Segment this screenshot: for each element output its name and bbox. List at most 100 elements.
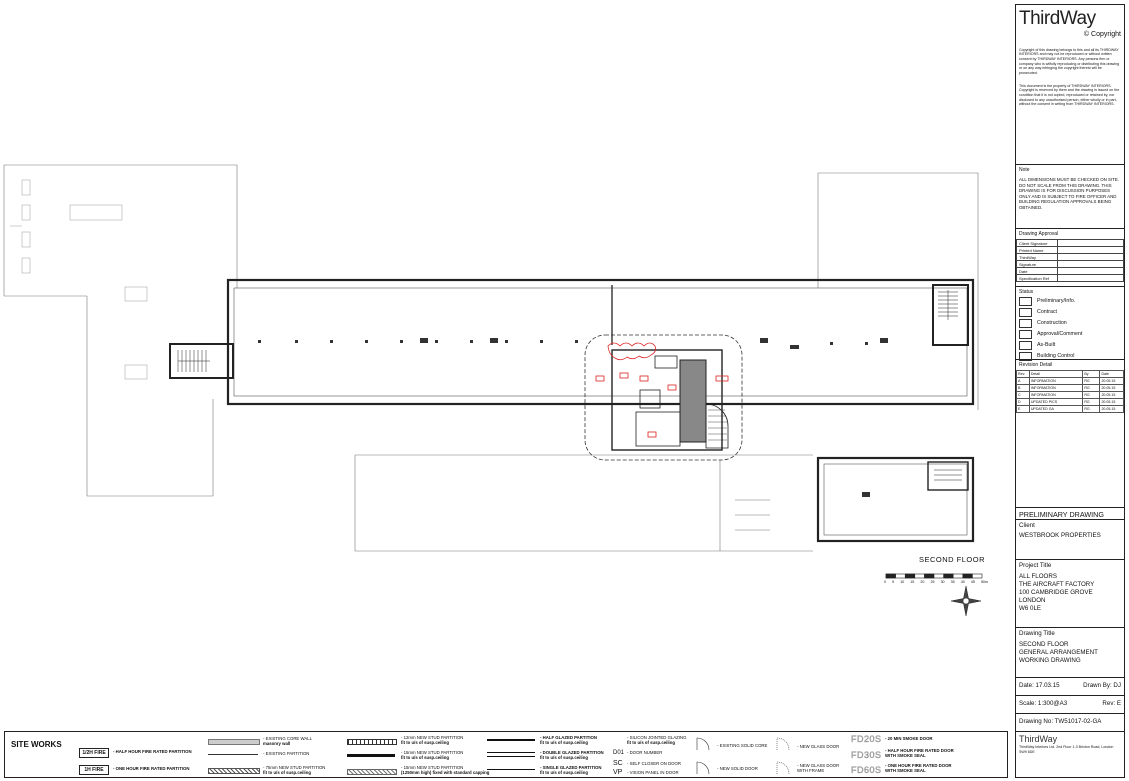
floor-plan-drawing	[3, 164, 983, 617]
status-checkbox[interactable]	[1019, 319, 1032, 329]
footer-text: ThirdWay Interiors Ltd. 2nd Floor 1-3 Br…	[1019, 745, 1114, 754]
drawing-title-line: GENERAL ARRANGEMENT	[1019, 649, 1098, 657]
scale-tick: 10	[900, 580, 905, 584]
status-item[interactable]: Construction	[1019, 319, 1121, 329]
project-label: Project Title	[1019, 562, 1052, 569]
table-row: Rev. Detail By Date	[1016, 370, 1124, 379]
approval-row-label: Signature	[1016, 260, 1058, 269]
rev-value: Rev: E	[1102, 700, 1121, 708]
status-checkbox[interactable]	[1019, 297, 1032, 307]
drawing-title-section: Drawing Title SECOND FLOOR GENERAL ARRAN…	[1016, 628, 1124, 678]
note-section: Note ALL DIMENSIONS MUST BE CHECKED ON S…	[1016, 165, 1124, 229]
revision-label: Revision Detail	[1019, 362, 1053, 368]
scale-tick: 25	[930, 580, 935, 584]
status-checkbox[interactable]	[1019, 341, 1032, 351]
new-glass-door-text: - NEW GLASS DOOR	[797, 744, 840, 749]
logo-section: ThirdWay © Copyright Copyright of this d…	[1016, 5, 1124, 165]
copyright-icon: ©	[1083, 30, 1090, 38]
north-arrow-icon	[950, 585, 982, 617]
existing-solid-core-text: - EXISTING SOLID CORE	[717, 743, 768, 748]
scale-tick: 20	[920, 580, 925, 584]
scale-value: Scale: 1:300@A3	[1019, 700, 1068, 708]
status-item[interactable]: Contract	[1019, 308, 1121, 318]
approval-value[interactable]	[1056, 246, 1125, 255]
scale-tick: 50m	[980, 580, 988, 584]
self-closer-tag: SC	[613, 760, 623, 767]
thirdway-logo: ThirdWay	[1019, 8, 1096, 29]
drawing-title-label: Drawing Title	[1019, 630, 1055, 637]
drawing-title-line: SECOND FLOOR	[1019, 641, 1069, 649]
copyright-text: Copyright of this drawing belongs to thi…	[1019, 47, 1120, 75]
approval-value[interactable]	[1056, 274, 1125, 283]
new-solid-door-text: - NEW SOLID DOOR	[717, 766, 758, 771]
scale-ticks: 0 5 10 15 20 25 30 35 40 45 50m	[884, 580, 988, 584]
half-hour-fire-tag: 1/2H FIRE	[79, 748, 109, 758]
approval-value[interactable]	[1056, 267, 1125, 276]
status-item[interactable]: Preliminary/Info.	[1019, 297, 1121, 307]
stair-core-left	[169, 343, 234, 379]
status-item[interactable]: Building Control	[1019, 352, 1121, 362]
client-section: Client WESTBROOK PROPERTIES	[1016, 520, 1124, 560]
site-outline-right	[817, 172, 979, 410]
client-label: Client	[1019, 522, 1035, 529]
door-number-text: - DOOR NUMBER	[627, 750, 663, 755]
new-stud-75-swatch	[208, 768, 260, 774]
approval-value[interactable]	[1056, 260, 1125, 269]
annex-outline	[354, 455, 813, 552]
copyright-label: Copyright	[1091, 30, 1121, 38]
door-swing-icon	[696, 737, 710, 775]
approval-label: Drawing Approval	[1019, 231, 1059, 237]
scale-tick: 45	[970, 580, 975, 584]
approval-table: Client Signature Printed Name ThirdWay S…	[1016, 239, 1125, 283]
existing-core-wall-swatch	[208, 739, 260, 745]
status-section: Status Preliminary/Info. Contract Constr…	[1016, 287, 1124, 362]
status-checkbox[interactable]	[1019, 352, 1032, 362]
note-text: ALL DIMENSIONS MUST BE CHECKED ON SITE. …	[1019, 177, 1120, 210]
scale-tick: 15	[910, 580, 915, 584]
scale-row: Scale: 1:300@A3 Rev: E	[1016, 696, 1124, 714]
property-text: This document is the property of THIRDWA…	[1019, 83, 1120, 107]
project-line: 100 CAMBRIDGE GROVE	[1019, 589, 1093, 597]
new-stud-1250-swatch	[347, 769, 397, 775]
status-item[interactable]: Approval/Comment	[1019, 330, 1121, 340]
project-section: Project Title ALL FLOORS THE AIRCRAFT FA…	[1016, 560, 1124, 628]
self-closer-text: - SELF CLOSER ON DOOR	[627, 761, 681, 766]
glass-door-icon	[776, 737, 790, 775]
main-wing-outer	[226, 278, 975, 406]
single-glazed-swatch	[487, 769, 535, 770]
central-core	[611, 349, 723, 451]
status-item[interactable]: As-Built	[1019, 341, 1121, 351]
date-value: Date: 17.03.15	[1019, 682, 1060, 690]
site-works-label: SITE WORKS	[11, 740, 62, 749]
approval-value[interactable]	[1056, 253, 1125, 262]
status-checkbox[interactable]	[1019, 308, 1032, 318]
project-line: W6 0LE	[1019, 605, 1042, 613]
status-checkbox[interactable]	[1019, 330, 1032, 340]
scale-tick: 40	[960, 580, 965, 584]
one-hour-fire-tag: 1H FIRE	[79, 765, 109, 775]
site-outline-left	[3, 164, 238, 296]
approval-row-label: ThirdWay	[1016, 253, 1058, 262]
central-core-boundary	[584, 334, 743, 461]
approval-row-label: Date	[1016, 267, 1058, 276]
scale-tick: 5	[892, 580, 895, 584]
approval-value[interactable]	[1056, 239, 1125, 248]
title-block: ThirdWay © Copyright Copyright of this d…	[1015, 4, 1125, 778]
scale-tick: 30	[940, 580, 945, 584]
drawing-title-line: WORKING DRAWING	[1019, 657, 1081, 665]
note-label: Note	[1019, 167, 1030, 173]
project-line: LONDON	[1019, 597, 1046, 605]
